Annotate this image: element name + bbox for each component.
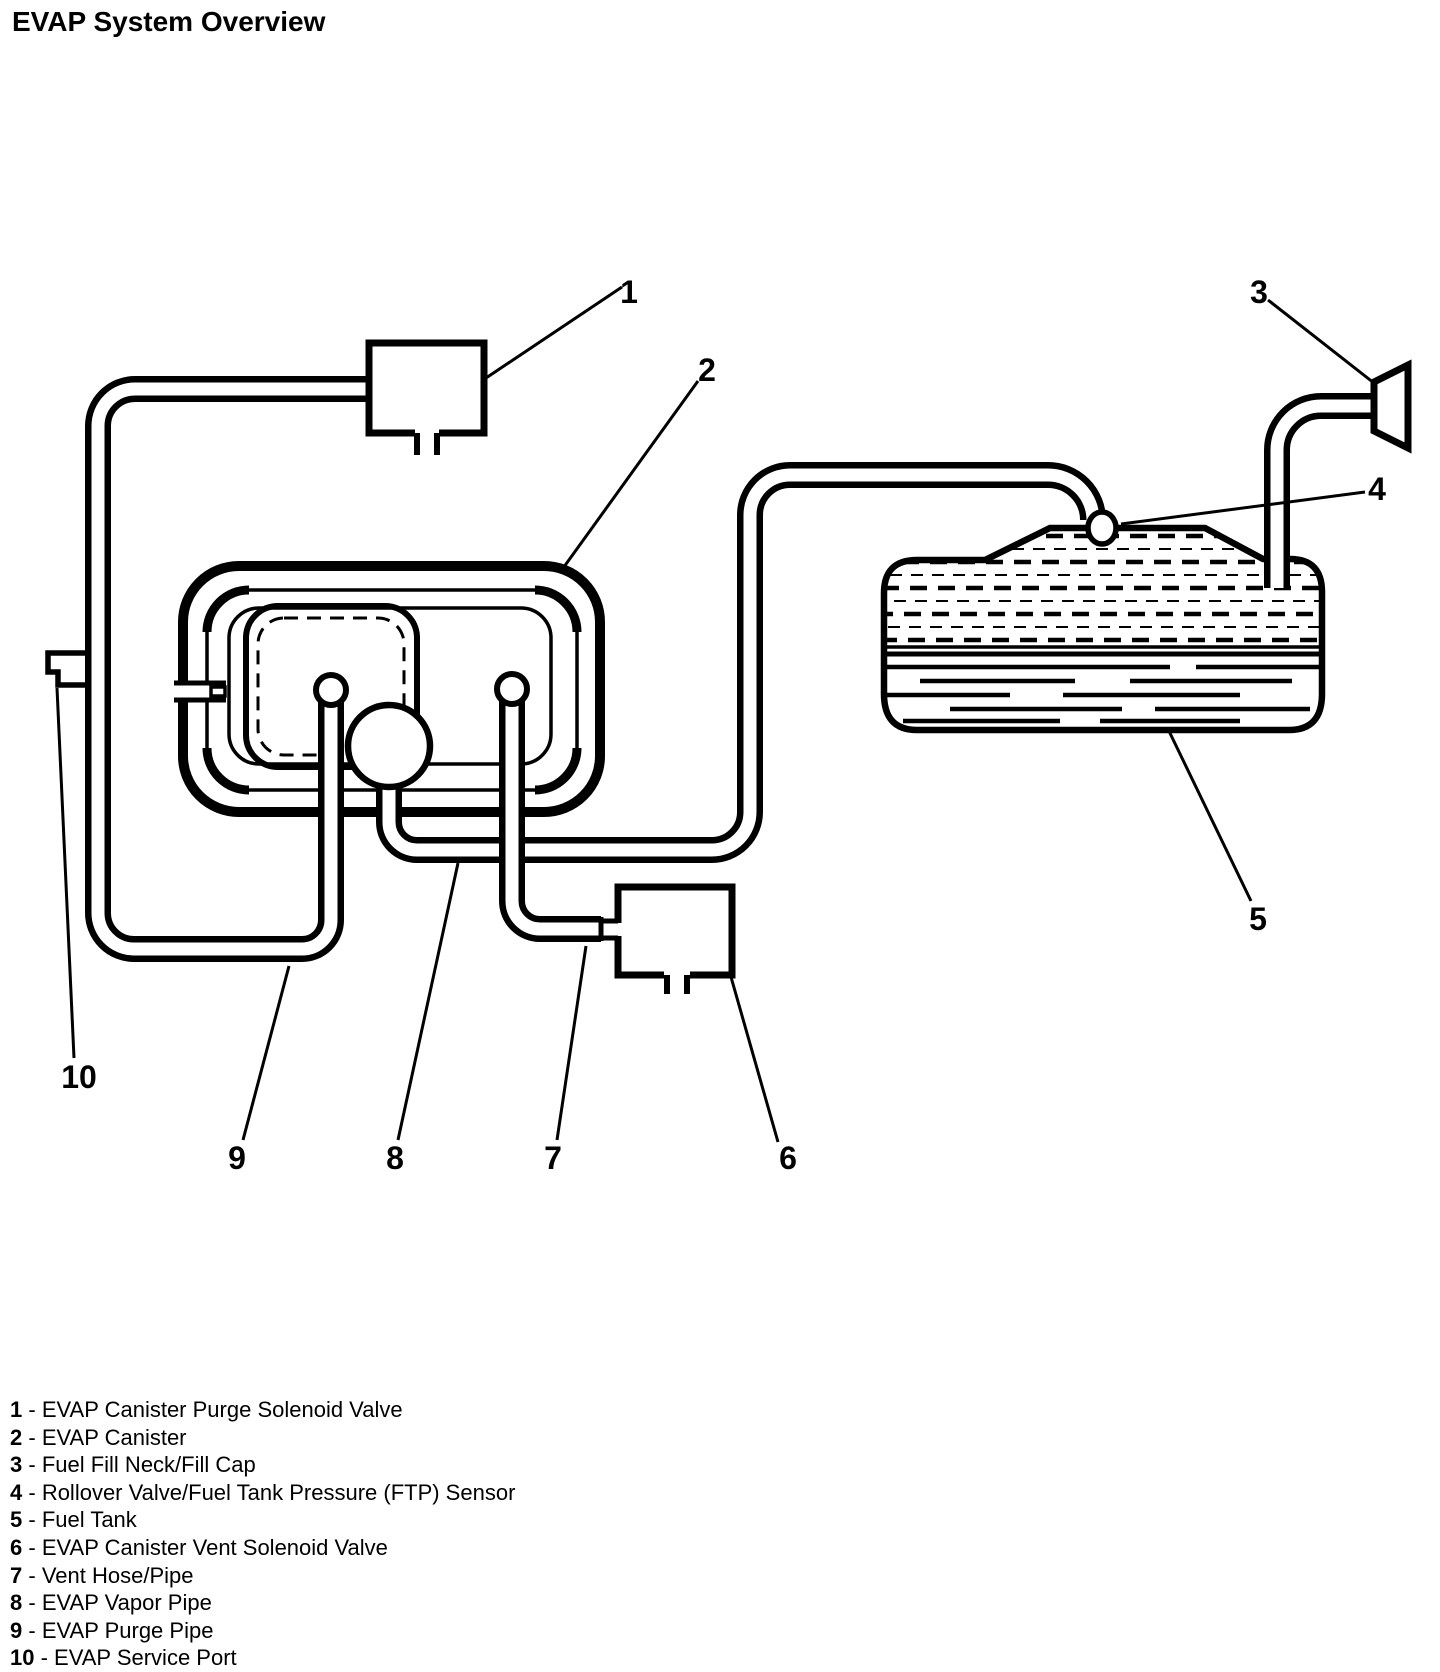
legend-item-num: 2	[10, 1424, 23, 1450]
legend-item-label: EVAP Purge Pipe	[41, 1617, 214, 1643]
leader-4	[1120, 490, 1366, 526]
legend-item-label: EVAP Canister Vent Solenoid Valve	[41, 1534, 388, 1560]
callout-numbers: 1 2 3 4 5 6 7 8 9 10	[61, 274, 1386, 1176]
purge-solenoid-valve	[365, 339, 488, 455]
leader-9	[241, 965, 291, 1141]
legend-item: 3 - Fuel Fill Neck/Fill Cap	[10, 1451, 515, 1479]
leader-6	[729, 976, 780, 1143]
rollover-valve-ftp-sensor	[1085, 509, 1119, 547]
legend-item: 4 - Rollover Valve/Fuel Tank Pressure (F…	[10, 1479, 515, 1507]
canister-ring-corner	[534, 585, 582, 633]
page-title: EVAP System Overview	[12, 6, 326, 37]
canister-ring-corner	[202, 747, 250, 795]
legend-item-label: Fuel Tank	[41, 1507, 137, 1533]
callout-2: 2	[698, 352, 716, 388]
legend-item-label: EVAP Canister	[41, 1424, 187, 1450]
leader-8	[396, 862, 460, 1141]
legend-item-num: 6	[10, 1534, 23, 1560]
callout-3: 3	[1250, 274, 1268, 310]
leader-1	[485, 285, 623, 380]
legend-separator: -	[22, 1507, 42, 1533]
evap-service-port	[45, 650, 86, 688]
legend-separator: -	[22, 1562, 42, 1588]
callout-7: 7	[544, 1140, 562, 1176]
legend-item-num: 9	[10, 1617, 23, 1643]
legend-separator: -	[22, 1397, 42, 1422]
legend-item: 6 - EVAP Canister Vent Solenoid Valve	[10, 1534, 515, 1562]
callout-4: 4	[1368, 471, 1386, 507]
legend-item-label: Rollover Valve/Fuel Tank Pressure (FTP) …	[41, 1479, 516, 1505]
legend-separator: -	[22, 1479, 42, 1505]
canister-ring-corner	[534, 747, 582, 795]
legend-item-label: EVAP Canister Purge Solenoid Valve	[41, 1397, 403, 1422]
callout-10: 10	[61, 1059, 97, 1095]
callout-1: 1	[620, 274, 638, 310]
legend-item-num: 7	[10, 1562, 23, 1588]
legend-item-num: 10	[10, 1645, 35, 1671]
legend-item: 2 - EVAP Canister	[10, 1424, 515, 1452]
legend-separator: -	[22, 1590, 42, 1616]
canister-purge-port	[313, 672, 349, 708]
leader-10	[55, 687, 76, 1059]
evap-vapor-pipe	[376, 462, 1106, 863]
callout-6: 6	[779, 1140, 797, 1176]
fuel-tank	[880, 524, 1326, 734]
legend-separator: -	[22, 1424, 42, 1450]
legend-item: 10 - EVAP Service Port	[10, 1644, 515, 1672]
legend-item-label: EVAP Vapor Pipe	[41, 1590, 212, 1616]
legend-item-num: 1	[10, 1397, 23, 1422]
leader-lines	[55, 285, 1375, 1143]
legend-separator: -	[22, 1534, 42, 1560]
callout-9: 9	[228, 1140, 246, 1176]
legend-item-num: 5	[10, 1507, 23, 1533]
leader-7	[555, 945, 588, 1141]
leader-5	[1166, 728, 1253, 902]
fuel-tank-outline	[880, 524, 1326, 734]
legend-item: 5 - Fuel Tank	[10, 1506, 515, 1534]
canister-vapor-ball	[344, 701, 434, 791]
legend-separator: -	[34, 1645, 55, 1671]
legend-item-label: Vent Hose/Pipe	[41, 1562, 194, 1588]
callout-8: 8	[386, 1140, 404, 1176]
legend-item: 1 - EVAP Canister Purge Solenoid Valve	[10, 1396, 515, 1424]
legend-item-num: 4	[10, 1479, 23, 1505]
legend-item-num: 3	[10, 1452, 23, 1478]
vent-solenoid-valve	[600, 883, 736, 994]
legend: 1 - EVAP Canister Purge Solenoid Valve 2…	[10, 1396, 515, 1672]
leader-2	[559, 380, 700, 572]
legend-item-num: 8	[10, 1590, 23, 1616]
fuel-fill-neck	[1264, 359, 1412, 588]
callout-5: 5	[1249, 901, 1267, 937]
evap-purge-pipe	[85, 376, 369, 962]
legend-separator: -	[22, 1617, 42, 1643]
canister-ring-corner	[202, 585, 250, 633]
leader-3	[1267, 298, 1375, 385]
canister-ports	[313, 671, 530, 791]
legend-item: 8 - EVAP Vapor Pipe	[10, 1589, 515, 1617]
canister-mount-tab	[174, 680, 227, 703]
legend-separator: -	[22, 1452, 42, 1478]
fill-cap-funnel	[1370, 359, 1412, 454]
legend-item: 9 - EVAP Purge Pipe	[10, 1617, 515, 1645]
legend-item-label: EVAP Service Port	[54, 1645, 237, 1671]
canister-vent-port	[494, 671, 530, 707]
legend-item-label: Fuel Fill Neck/Fill Cap	[41, 1452, 256, 1478]
legend-item: 7 - Vent Hose/Pipe	[10, 1562, 515, 1590]
